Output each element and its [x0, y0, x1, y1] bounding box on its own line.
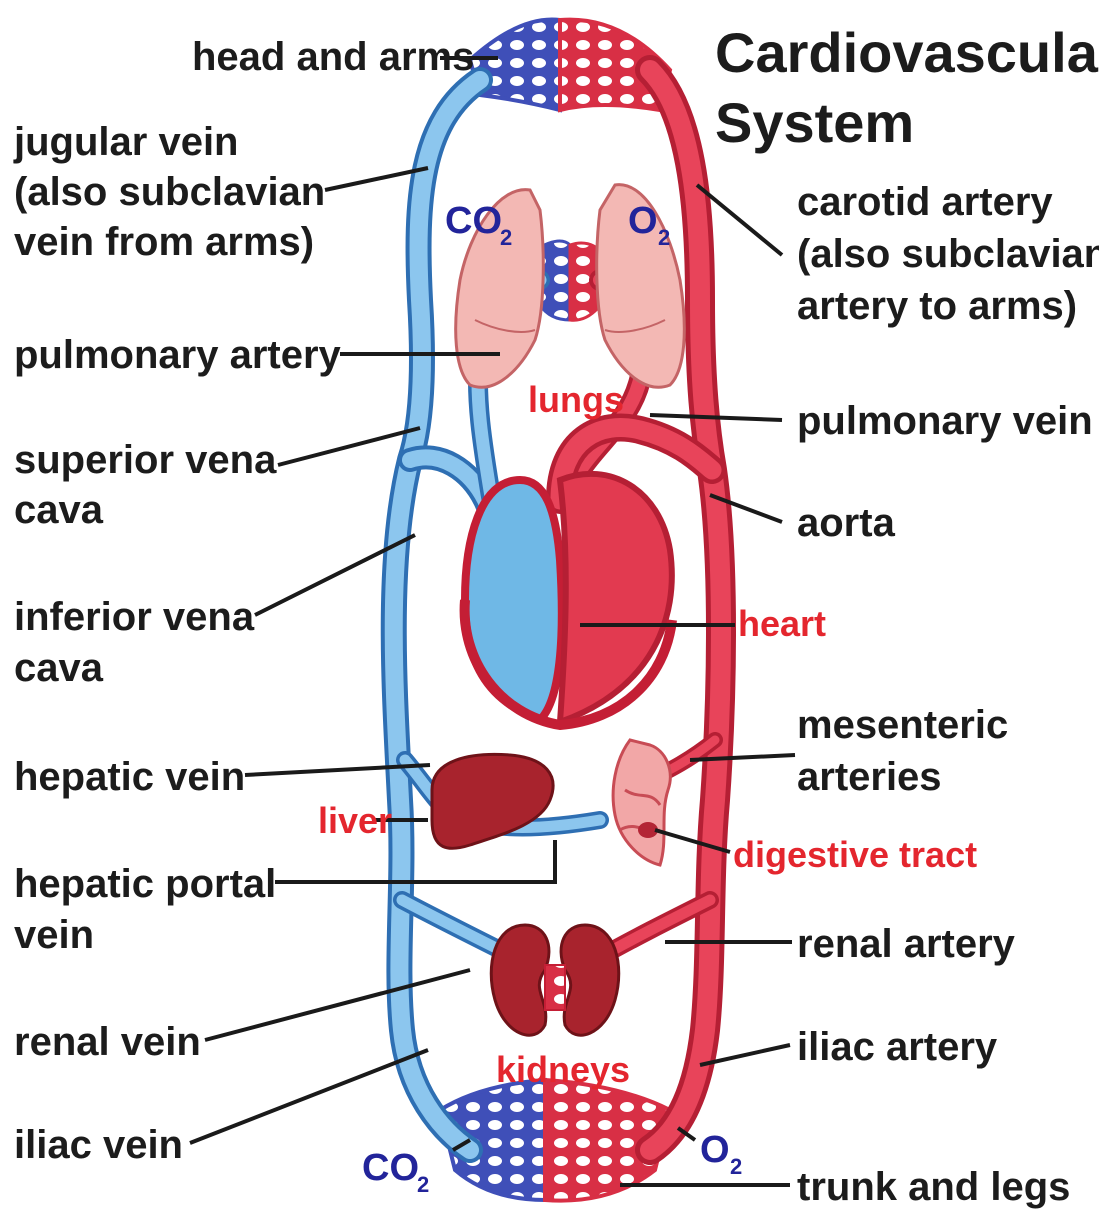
label-digestive-tract: digestive tract: [733, 834, 977, 875]
heart-right-side: [465, 480, 562, 720]
digestive-tract: [613, 740, 670, 865]
label-hepatic-portal-vein-2: vein: [14, 913, 94, 957]
label-heart: heart: [738, 603, 826, 644]
gas-co2-bottom: CO 2: [362, 1147, 429, 1197]
label-carotid-artery-3: artery to arms): [797, 284, 1077, 328]
label-aorta: aorta: [797, 501, 896, 545]
title-line-1: Cardiovascula: [715, 21, 1099, 84]
svg-text:2: 2: [658, 225, 670, 250]
label-trunk-and-legs: trunk and legs: [797, 1165, 1070, 1209]
label-iliac-artery: iliac artery: [797, 1025, 998, 1069]
label-jugular-vein-1: jugular vein: [13, 120, 239, 164]
label-lungs: lungs: [528, 379, 624, 420]
label-superior-vena-cava-1: superior vena: [14, 438, 277, 482]
label-inferior-vena-cava-1: inferior vena: [14, 595, 255, 639]
svg-text:O: O: [700, 1129, 730, 1171]
label-inferior-vena-cava-2: cava: [14, 646, 104, 690]
label-head-and-arms: head and arms: [192, 35, 474, 79]
label-renal-vein: renal vein: [14, 1020, 201, 1064]
svg-text:2: 2: [500, 225, 512, 250]
gas-o2-bottom: O 2: [700, 1129, 742, 1179]
kidneys: [491, 925, 619, 1035]
label-carotid-artery-1: carotid artery: [797, 180, 1053, 224]
label-iliac-vein: iliac vein: [14, 1123, 183, 1167]
svg-text:2: 2: [730, 1154, 742, 1179]
label-jugular-vein-2: (also subclavian: [14, 170, 325, 214]
label-liver: liver: [318, 800, 392, 841]
svg-text:2: 2: [417, 1172, 429, 1197]
svg-text:O: O: [628, 200, 658, 242]
svg-text:CO: CO: [362, 1147, 419, 1189]
label-pulmonary-artery: pulmonary artery: [14, 333, 342, 377]
label-kidneys: kidneys: [496, 1049, 630, 1090]
label-hepatic-portal-vein-1: hepatic portal: [14, 862, 276, 906]
label-jugular-vein-3: vein from arms): [14, 220, 314, 264]
label-superior-vena-cava-2: cava: [14, 488, 104, 532]
label-carotid-artery-2: (also subclavian: [797, 232, 1099, 276]
heart-left-side: [560, 474, 672, 722]
label-pulmonary-vein: pulmonary vein: [797, 399, 1093, 443]
label-mesenteric-arteries-2: arteries: [797, 755, 942, 799]
label-renal-artery: renal artery: [797, 922, 1016, 966]
title-line-2: System: [715, 91, 914, 154]
svg-text:CO: CO: [445, 200, 502, 242]
heart: [465, 474, 672, 725]
label-hepatic-vein: hepatic vein: [14, 755, 245, 799]
label-mesenteric-arteries-1: mesenteric: [797, 703, 1008, 747]
